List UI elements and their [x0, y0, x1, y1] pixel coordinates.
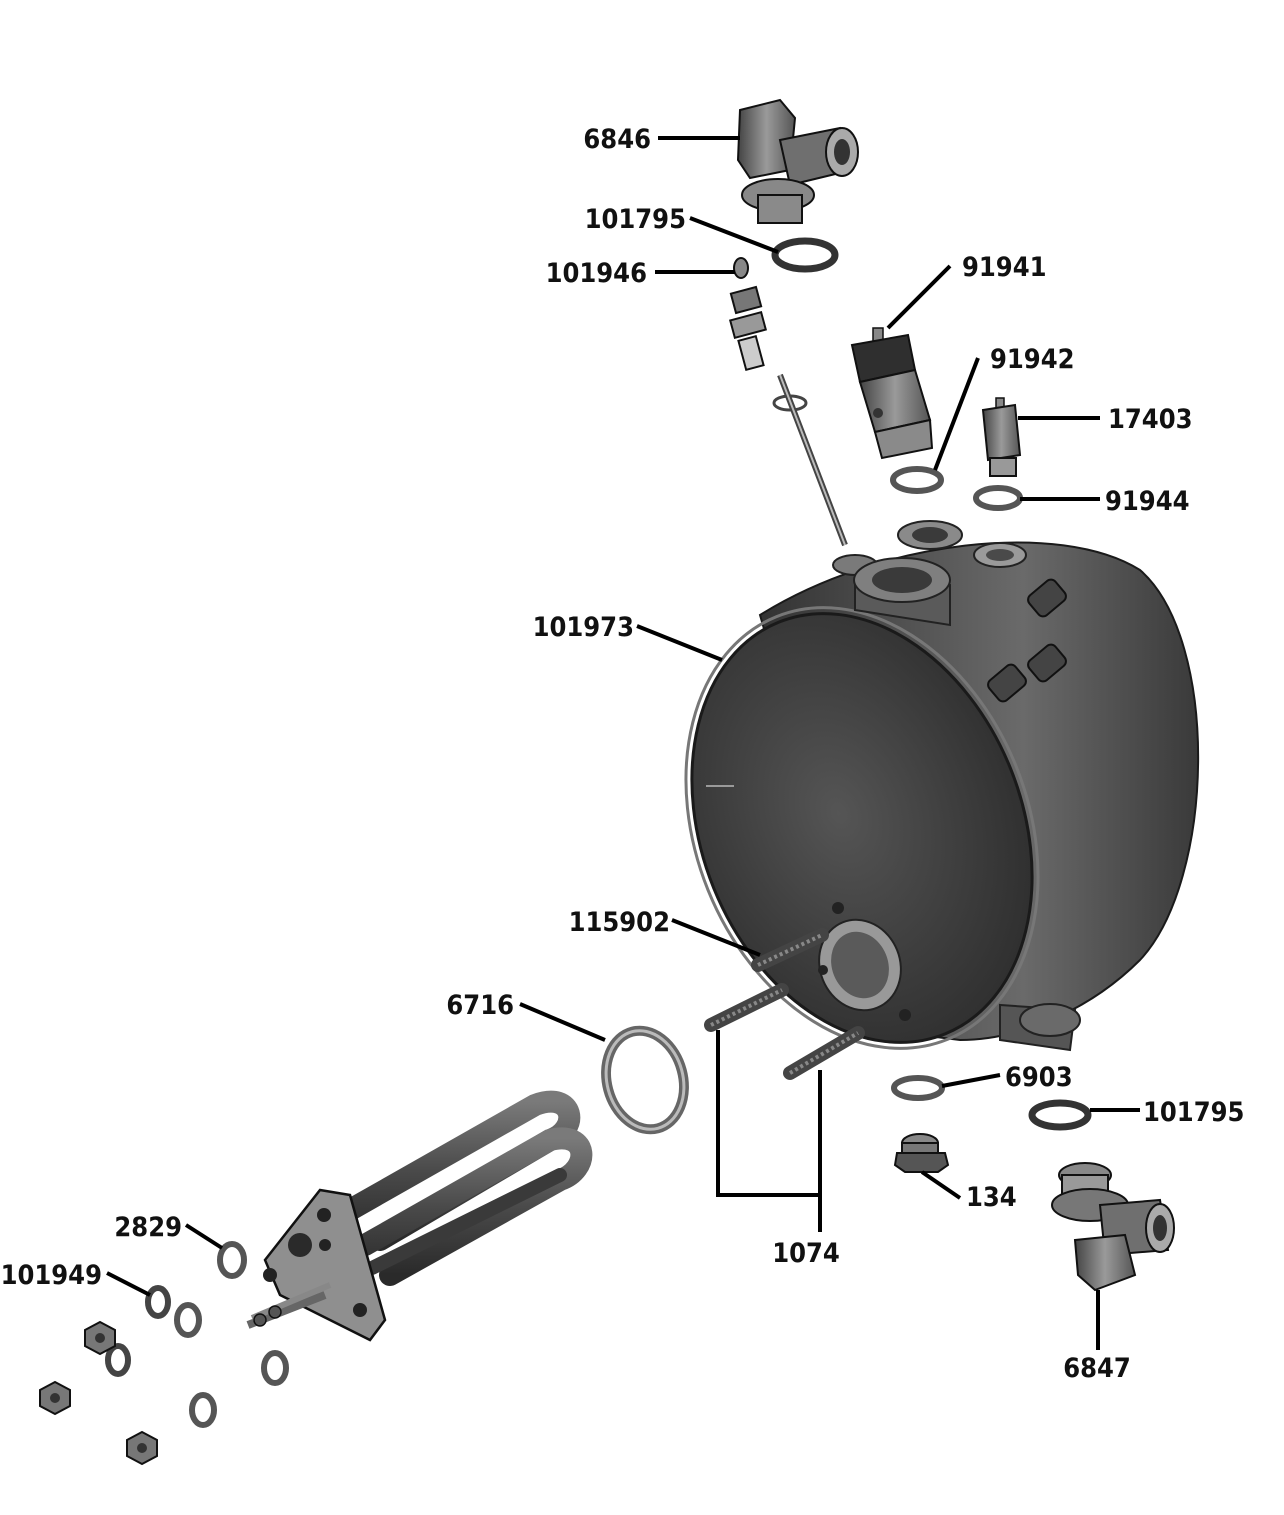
label-1074: 1074	[772, 1238, 840, 1269]
leader-91941	[886, 264, 952, 330]
leader-134	[920, 1170, 962, 1200]
washer-icon	[217, 1241, 247, 1279]
leader-91942	[933, 357, 980, 471]
elbow-fitting-icon	[1051, 1162, 1175, 1292]
leader-101949	[106, 1271, 151, 1297]
leader-101795-top	[689, 216, 779, 254]
label-6903: 6903	[1005, 1062, 1073, 1093]
label-6716: 6716	[446, 990, 514, 1021]
label-101973: 101973	[533, 612, 634, 643]
o-ring-icon	[1028, 1099, 1092, 1131]
leader-1074	[716, 1030, 822, 1197]
label-6846: 6846	[583, 124, 651, 155]
washer-icon	[890, 466, 944, 494]
label-101949: 101949	[1, 1260, 102, 1291]
leader-2829	[184, 1223, 224, 1250]
washer-icon	[973, 485, 1023, 511]
lock-washer-icon	[105, 1285, 289, 1428]
label-101795-top: 101795	[585, 204, 686, 235]
leader-115902	[671, 918, 761, 957]
leader-lines	[106, 136, 1140, 1350]
gasket-icon	[601, 1025, 689, 1135]
label-134: 134	[966, 1182, 1017, 1213]
label-91944: 91944	[1105, 486, 1190, 517]
label-6847: 6847	[1063, 1353, 1131, 1384]
leader-6903	[941, 1073, 1001, 1088]
hex-nut-icon	[39, 1320, 158, 1466]
label-91942: 91942	[990, 344, 1075, 375]
label-101795-bottom: 101795	[1143, 1097, 1244, 1128]
level-probe-icon	[728, 257, 848, 547]
heating-element-icon	[246, 1090, 593, 1342]
washer-icon	[891, 1075, 945, 1101]
elbow-fitting-icon	[736, 98, 859, 224]
stud-icon	[751, 928, 829, 972]
label-101946: 101946	[546, 258, 647, 289]
fitting-icon	[981, 397, 1022, 477]
stud-icon	[704, 983, 865, 1080]
safety-valve-icon	[850, 327, 934, 460]
o-ring-icon	[771, 237, 839, 273]
label-91941: 91941	[962, 252, 1047, 283]
label-17403: 17403	[1108, 404, 1193, 435]
boiler-tank-icon	[684, 520, 1200, 1052]
plug-icon	[893, 1133, 950, 1173]
leader-101973	[636, 624, 723, 662]
leader-6716	[519, 1002, 606, 1042]
label-2829: 2829	[114, 1212, 182, 1243]
label-115902: 115902	[569, 907, 670, 938]
callout-labels: 6846 101795 101946 91941 91942 17403 919…	[1, 124, 1245, 1384]
